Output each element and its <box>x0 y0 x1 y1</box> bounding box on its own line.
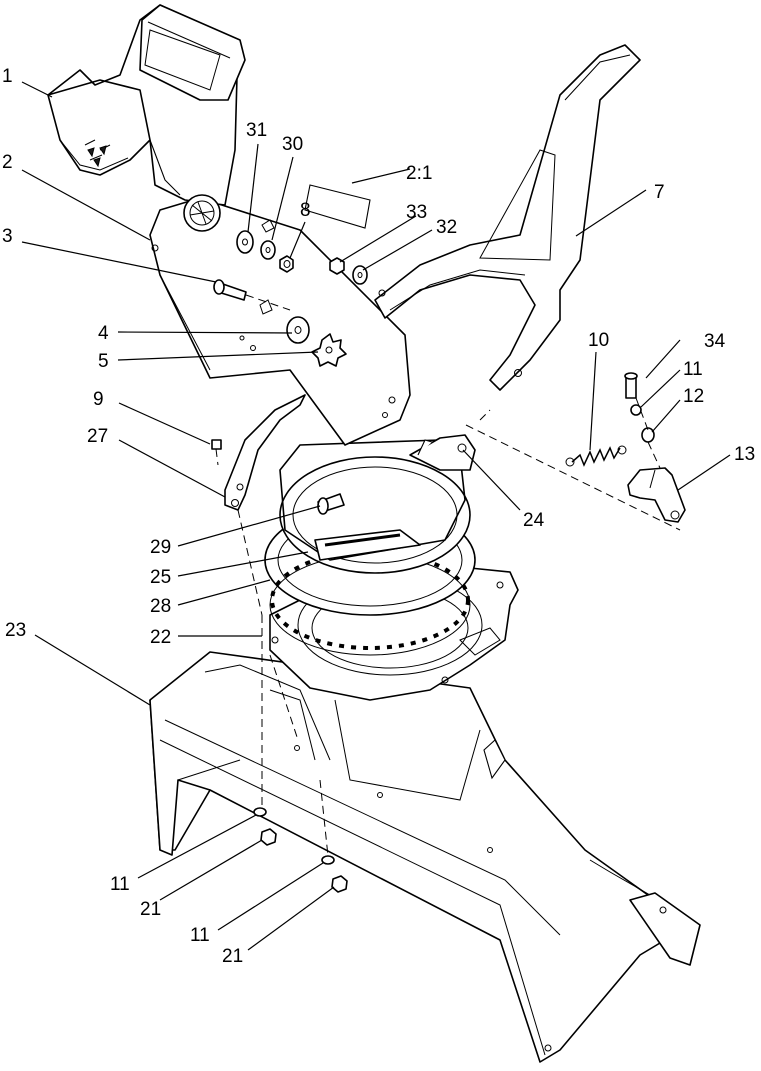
callout-2: 2 <box>2 152 13 173</box>
clamp-27 <box>224 394 306 511</box>
callout-scale-2to1: 2:1 <box>406 163 432 184</box>
chute-handle-7 <box>374 44 641 391</box>
callout-1: 1 <box>2 66 13 87</box>
callout-21-right: 21 <box>222 946 243 967</box>
callout-30: 30 <box>282 134 303 155</box>
washer-11-upper <box>630 404 642 416</box>
callout-21-left: 21 <box>140 899 161 920</box>
chute-housing-23 <box>149 651 701 1063</box>
callout-22: 22 <box>150 627 171 648</box>
callout-5: 5 <box>98 351 109 372</box>
callout-33: 33 <box>406 202 427 223</box>
chute-ring-25 <box>279 439 471 574</box>
clamp-24 <box>409 434 476 471</box>
washer-4 <box>286 316 310 344</box>
spring-10 <box>565 445 627 467</box>
callout-11-right: 11 <box>190 925 210 946</box>
callout-27: 27 <box>87 426 108 447</box>
nut-8 <box>279 255 294 273</box>
bolt-34 <box>624 372 638 399</box>
callout-4: 4 <box>98 323 109 344</box>
callout-34: 34 <box>704 331 726 352</box>
callout-3: 3 <box>2 226 13 247</box>
callout-10: 10 <box>588 330 609 351</box>
callout-28: 28 <box>150 596 171 617</box>
callout-12: 12 <box>683 386 704 407</box>
leader-lines <box>21 81 731 951</box>
callout-7: 7 <box>654 182 665 203</box>
callout-31: 31 <box>246 120 267 141</box>
callout-11-left: 11 <box>110 874 130 895</box>
washer-11-right <box>321 855 335 865</box>
washer-30 <box>260 240 276 260</box>
bolt-3 <box>213 279 247 301</box>
callout-11-upper: 11 <box>683 359 703 380</box>
callout-8: 8 <box>300 200 311 221</box>
callout-9: 9 <box>93 389 104 410</box>
washer-32 <box>352 265 368 285</box>
nut-21-left <box>260 828 277 846</box>
callout-32: 32 <box>436 217 457 238</box>
callout-labels: 1 2 3 4 5 7 8 9 10 11 11 11 12 13 21 21 … <box>2 66 755 967</box>
nut-21-right <box>331 875 348 893</box>
lever-13 <box>627 467 686 523</box>
callout-23: 23 <box>5 620 26 641</box>
callout-25: 25 <box>150 567 171 588</box>
washer-11-left <box>253 807 267 817</box>
callout-29: 29 <box>150 537 171 558</box>
scale-callout-2to1 <box>304 184 371 229</box>
bushing-12 <box>641 427 655 443</box>
bolt-9 <box>211 439 222 466</box>
chute-deflector-1 <box>47 4 246 232</box>
callout-24: 24 <box>523 510 545 531</box>
washer-31 <box>236 230 254 254</box>
gear-5 <box>311 333 347 367</box>
callout-13: 13 <box>734 444 755 465</box>
